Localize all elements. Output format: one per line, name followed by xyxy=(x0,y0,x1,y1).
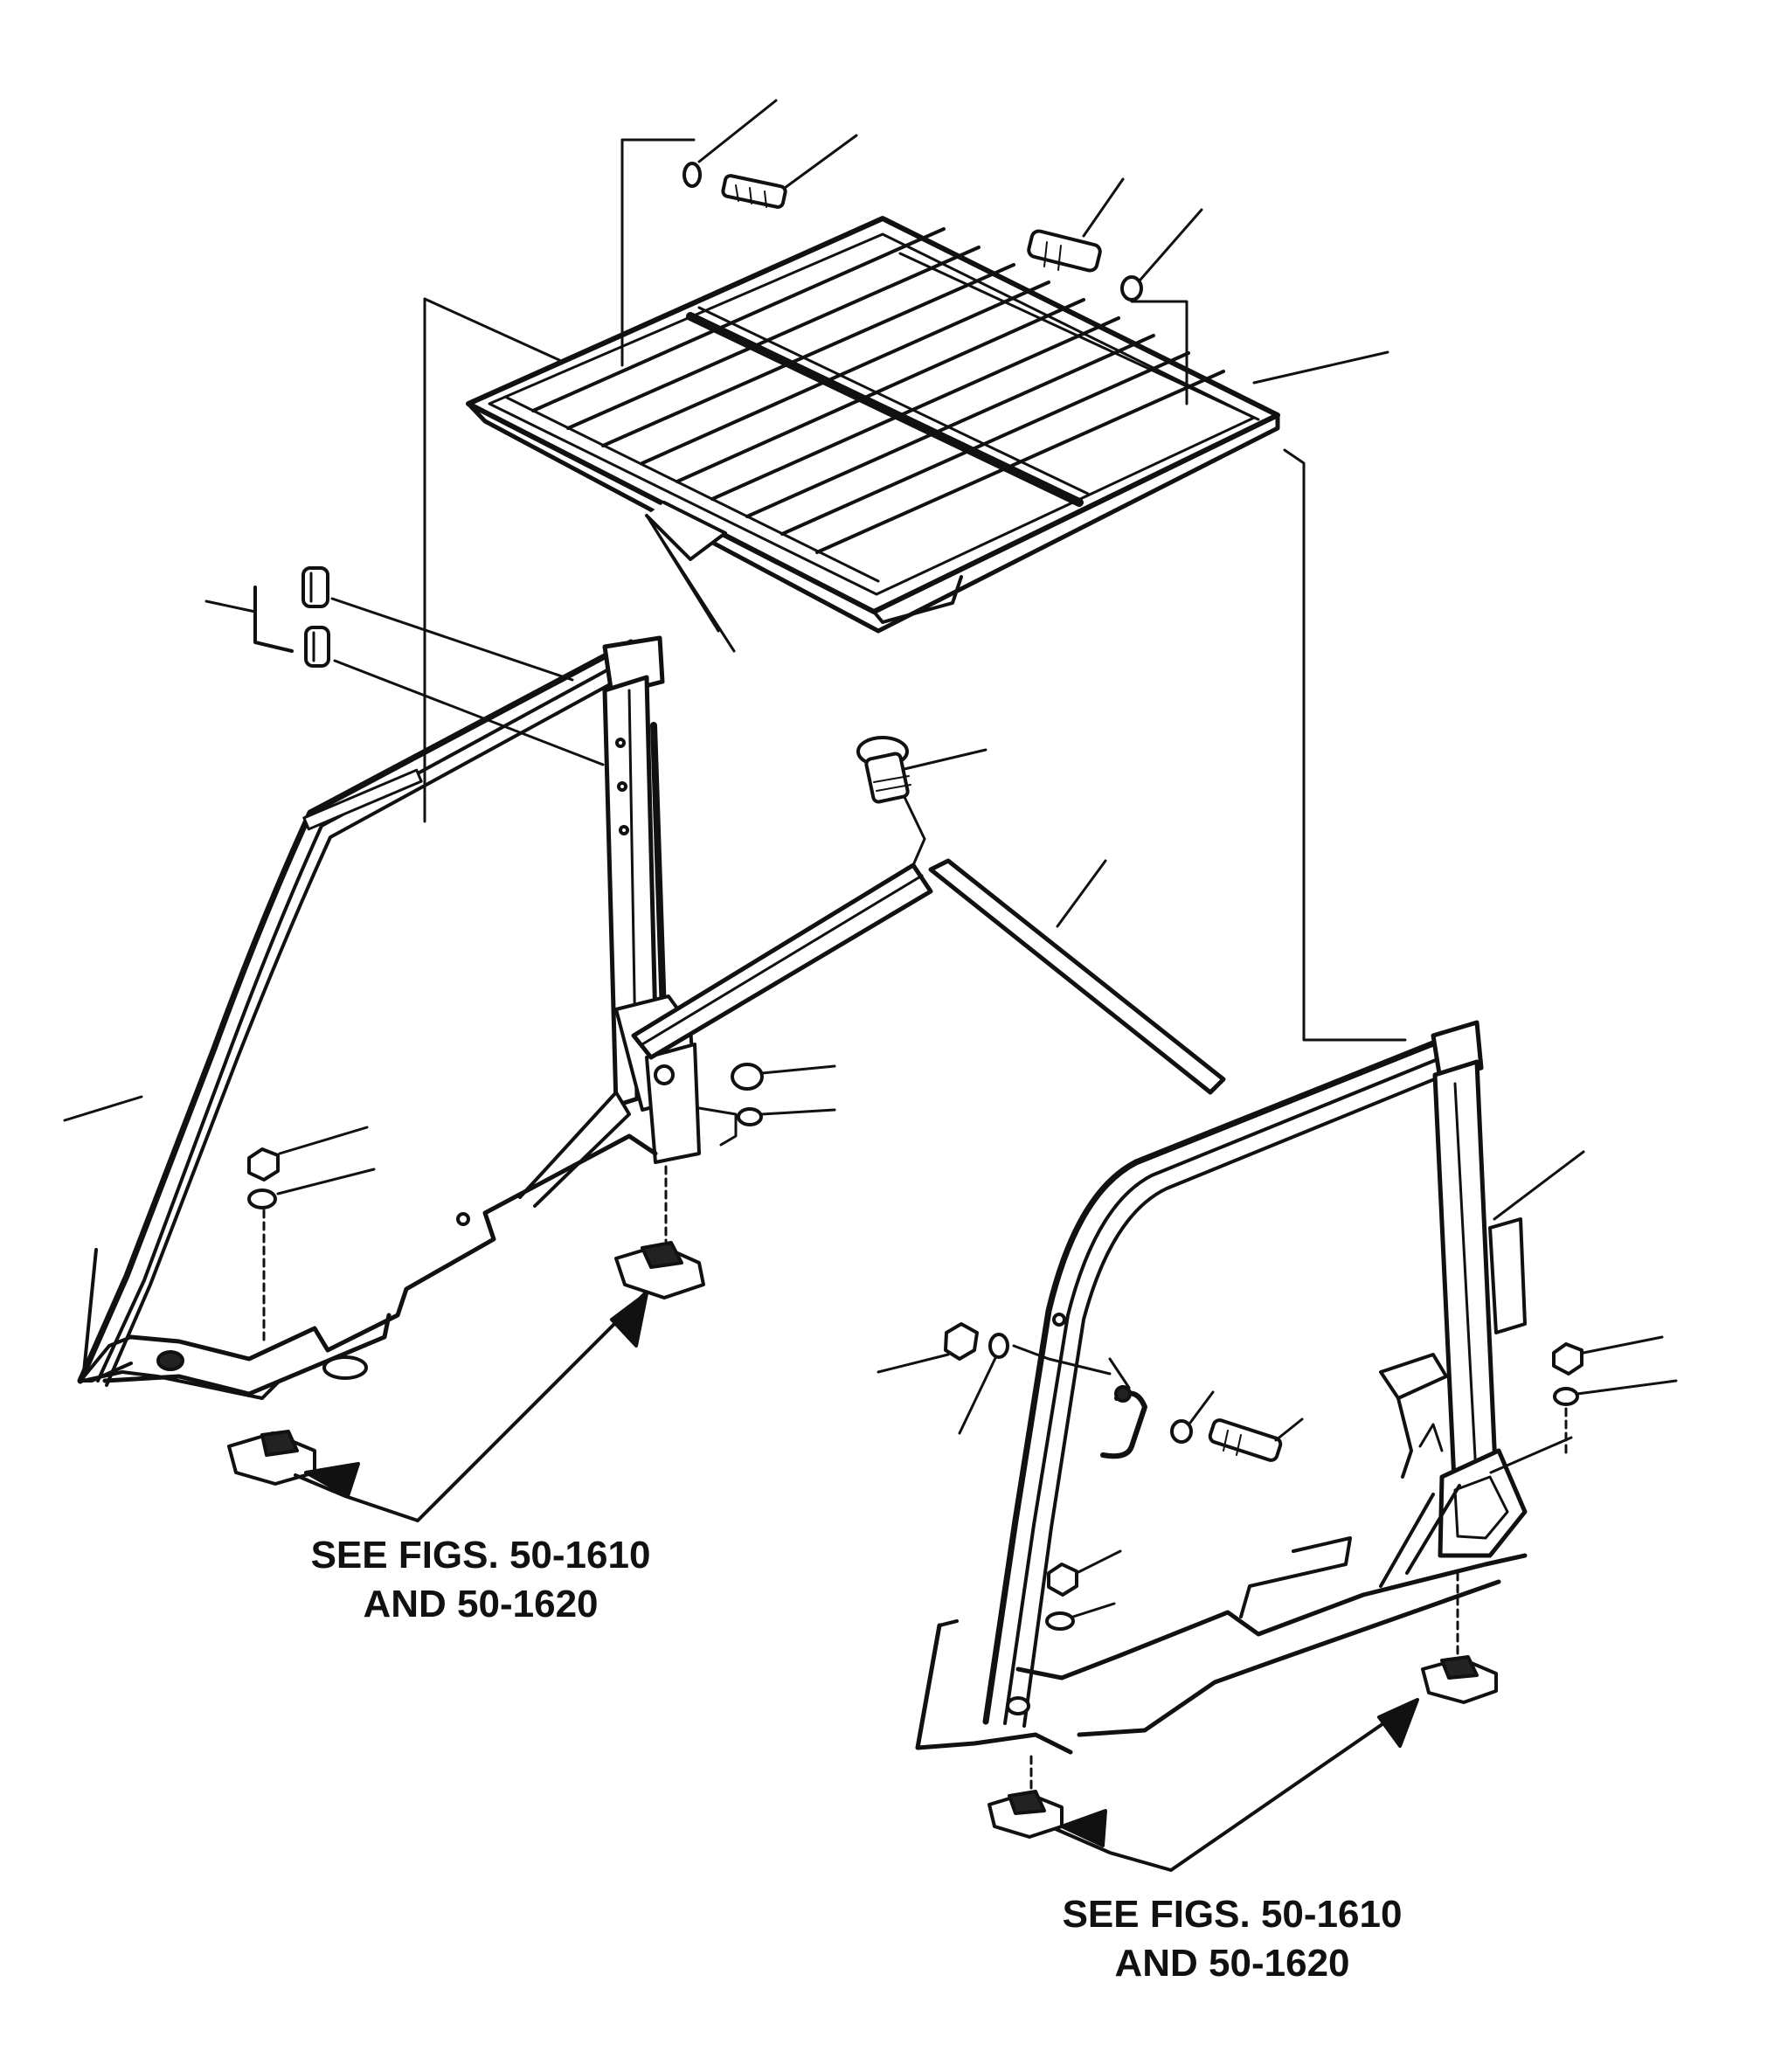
callout-right-line-1: SEE FIGS. 50-1610 xyxy=(1062,1893,1403,1936)
left-side-frame xyxy=(77,635,701,1400)
top-bolt-small xyxy=(683,99,778,188)
overhead-guard-roof xyxy=(466,216,1280,634)
tie-bar xyxy=(928,858,1226,1095)
right-side-nuts xyxy=(1552,1335,1678,1457)
center-right-nuts xyxy=(697,1063,836,1147)
left-callout-arrows xyxy=(294,1292,648,1522)
callout-right-line-2: AND 50-1620 xyxy=(1114,1942,1350,1985)
roof-slats xyxy=(531,227,1225,554)
left-leaders xyxy=(63,599,257,1122)
roof-leaders xyxy=(645,350,1389,653)
right-frame-nuts xyxy=(1045,1549,1122,1631)
long-leaders xyxy=(423,138,1407,1042)
grab-handle xyxy=(1100,1357,1147,1459)
right-side-frame xyxy=(915,1020,1528,1755)
center-bolt xyxy=(856,736,987,867)
see-figs-callout-right: SEE FIGS. 50-1610 AND 50-1620 xyxy=(961,1890,1503,1988)
cross-member xyxy=(631,863,933,1060)
callout-left-line-1: SEE FIGS. 50-1610 xyxy=(310,1534,651,1577)
top-bolt-right xyxy=(1027,177,1125,273)
right-callout-arrows xyxy=(1054,1698,1419,1872)
see-figs-callout-left: SEE FIGS. 50-1610 AND 50-1620 xyxy=(210,1531,752,1629)
callout-left-line-2: AND 50-1620 xyxy=(363,1583,599,1625)
left-clips xyxy=(253,566,605,766)
left-mount-front xyxy=(614,1165,705,1299)
right-leaders xyxy=(1489,1150,1585,1474)
left-nuts xyxy=(247,1126,376,1343)
top-nut-right xyxy=(1120,208,1203,301)
right-handle-hardware xyxy=(877,1322,1304,1462)
right-mount-rear xyxy=(1421,1571,1498,1704)
top-bolt-long xyxy=(721,134,858,209)
right-mount-front xyxy=(987,1755,1064,1839)
